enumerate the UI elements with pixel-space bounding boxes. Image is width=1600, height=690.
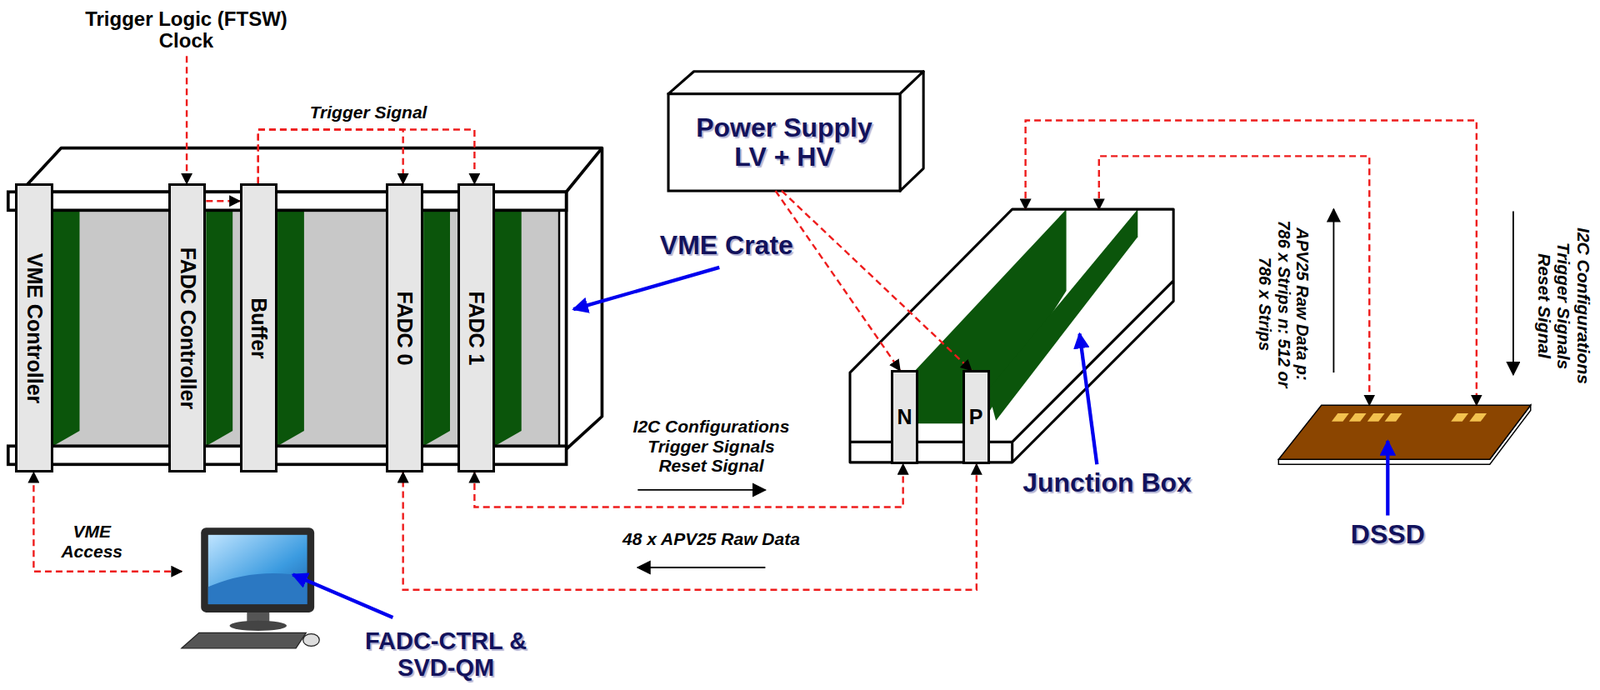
power-supply-drawing bbox=[668, 71, 924, 191]
signal-connector bbox=[781, 190, 972, 371]
node-label: FADC 0 bbox=[393, 290, 417, 365]
computer-drawing-part bbox=[303, 634, 320, 647]
dssd-drawing-part bbox=[1278, 405, 1530, 460]
signal-label: 48 x APV25 Raw Data bbox=[620, 528, 803, 550]
computer-drawing-part bbox=[200, 527, 315, 613]
signal-label: I2C Configurations Trigger Signals Reset… bbox=[1534, 220, 1595, 392]
computer-drawing-part bbox=[208, 535, 308, 605]
junction-box-drawing bbox=[850, 209, 1174, 463]
signal-label: APV25 Raw Data p: 786 x Strips n: 512 or… bbox=[1255, 211, 1313, 396]
connector-slot: N bbox=[890, 370, 919, 465]
signal-connector bbox=[205, 200, 240, 202]
dssd-drawing-part-part bbox=[1469, 413, 1487, 422]
vme-module: FADC 0 bbox=[385, 183, 424, 473]
signal-connector bbox=[185, 55, 188, 184]
vme-crate-drawing-part bbox=[495, 210, 522, 446]
signal-connector bbox=[403, 464, 977, 590]
signal-connector bbox=[1025, 120, 1477, 405]
vme-crate-drawing-part bbox=[53, 210, 80, 446]
signal-label: VME Access bbox=[51, 521, 132, 563]
direction-arrows-part bbox=[1332, 209, 1335, 373]
vme-module: VME Controller bbox=[15, 183, 53, 473]
dssd-drawing-part-part bbox=[1349, 413, 1367, 422]
vme-crate: VME CrateVME ControllerFADC ControllerBu… bbox=[8, 148, 603, 465]
power-supply-drawing-part bbox=[900, 71, 924, 191]
computer-drawing-part bbox=[208, 573, 308, 605]
computer-drawing-part bbox=[230, 620, 288, 631]
direction-arrows-part bbox=[637, 566, 765, 569]
vme-crate-drawing-part bbox=[423, 210, 450, 446]
callout-arrows-part bbox=[1080, 334, 1098, 465]
computer-drawing bbox=[181, 527, 320, 649]
dssd-sensor: DSSD bbox=[1278, 405, 1530, 465]
node-label: Buffer bbox=[247, 297, 271, 360]
callout-arrows-part bbox=[292, 575, 393, 618]
dssd-drawing bbox=[1278, 405, 1530, 465]
vme-module: FADC 1 bbox=[457, 183, 495, 473]
vme-crate-drawing bbox=[8, 148, 603, 465]
node-label: VME Crate bbox=[660, 231, 794, 261]
signal-connector bbox=[33, 472, 182, 572]
signal-connector bbox=[775, 190, 900, 371]
junction-box-drawing-part bbox=[850, 209, 1174, 463]
dssd-drawing-part bbox=[1331, 413, 1487, 422]
node-label: VME Controller bbox=[22, 252, 46, 404]
dssd-drawing-part-part bbox=[1385, 413, 1403, 422]
computer: FADC-CTRL & SVD-QM bbox=[181, 525, 325, 650]
node-label: Power Supply LV + HV bbox=[680, 113, 889, 172]
node-label: Trigger Logic (FTSW) Clock bbox=[77, 7, 295, 52]
direction-arrows-part bbox=[1512, 211, 1515, 375]
signal-label: Trigger Signal bbox=[307, 101, 430, 124]
signal-connector bbox=[258, 130, 404, 185]
node-label: FADC-CTRL & SVD-QM bbox=[345, 628, 546, 682]
junction-box-drawing-part bbox=[850, 209, 1174, 463]
dssd-drawing-part-part bbox=[1331, 413, 1350, 422]
junction-box-drawing-part bbox=[987, 209, 1138, 421]
vme-crate-drawing-part bbox=[566, 148, 603, 193]
callout-arrows-part bbox=[1385, 440, 1390, 515]
dssd-drawing-part-part bbox=[1450, 413, 1469, 422]
vme-crate-drawing-part bbox=[205, 210, 233, 446]
node-label: Junction Box bbox=[1022, 469, 1192, 499]
direction-arrows-part bbox=[637, 489, 765, 491]
connector-slot: P bbox=[962, 370, 990, 465]
dssd-drawing-part-part bbox=[1367, 413, 1385, 422]
node-label: FADC 1 bbox=[464, 290, 488, 365]
node-label: P bbox=[969, 405, 984, 430]
power-supply-drawing-part bbox=[668, 71, 924, 95]
direction-arrows bbox=[637, 209, 1514, 568]
vme-crate-drawing-part bbox=[277, 210, 305, 446]
power-supply-drawing-part bbox=[668, 94, 900, 191]
vme-module: Buffer bbox=[240, 183, 278, 473]
clock-source: Trigger Logic (FTSW) Clock bbox=[60, 3, 311, 57]
signal-connector bbox=[258, 130, 475, 185]
junction-box: Junction BoxNP bbox=[850, 209, 1174, 463]
computer-drawing-part bbox=[181, 632, 306, 648]
callout-arrows-part bbox=[573, 267, 720, 310]
dssd-drawing-part bbox=[1278, 405, 1530, 465]
power-supply: Power Supply LV + HV bbox=[668, 94, 900, 191]
signal-connector bbox=[1099, 155, 1370, 405]
signal-label: I2C Configurations Trigger Signals Reset… bbox=[625, 415, 797, 477]
vme-module: FADC Controller bbox=[168, 183, 206, 473]
node-label: N bbox=[896, 405, 912, 430]
node-label: FADC Controller bbox=[175, 246, 200, 409]
node-label: DSSD bbox=[1350, 520, 1425, 550]
